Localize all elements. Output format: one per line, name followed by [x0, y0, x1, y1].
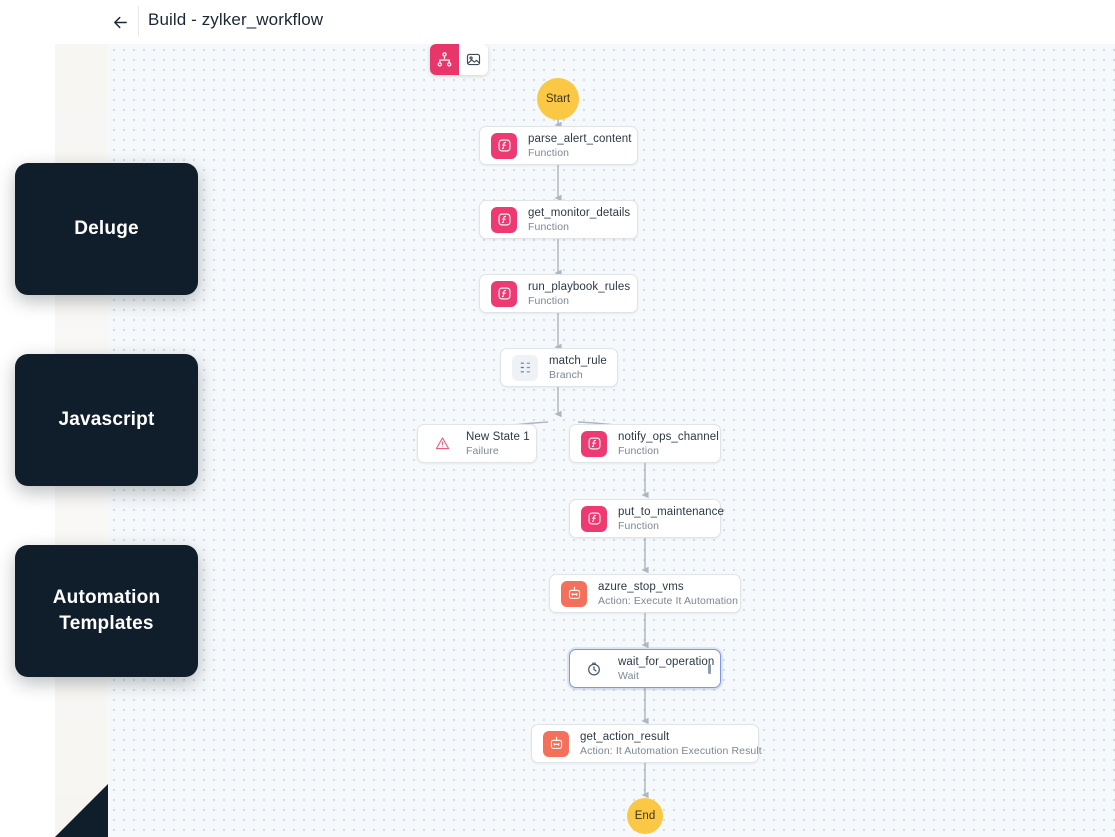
function-icon — [491, 132, 517, 159]
node-title: End — [634, 810, 656, 822]
node-title: parse_alert_content — [528, 132, 632, 145]
node-get-monitor-details[interactable]: get_monitor_details Function — [479, 200, 638, 239]
node-parse-alert-content[interactable]: parse_alert_content Function — [479, 126, 638, 165]
node-title: wait_for_operation — [618, 655, 715, 668]
image-icon-button[interactable] — [459, 44, 488, 75]
node-text: run_playbook_rules Function — [528, 280, 631, 308]
overlay-card-label: Javascript — [58, 409, 155, 430]
node-subtitle: Function — [618, 444, 660, 457]
function-icon — [581, 505, 607, 532]
hierarchy-icon — [437, 52, 452, 67]
header-divider — [138, 6, 139, 36]
overlay-card-automation-templates[interactable]: Automation Templates — [15, 545, 198, 677]
node-end[interactable]: End — [627, 798, 663, 834]
node-text: notify_ops_channel Function — [618, 430, 719, 458]
node-subtitle: Action: It Automation Execution Result — [580, 744, 762, 757]
back-button[interactable] — [108, 10, 132, 34]
node-text: wait_for_operation Wait — [618, 655, 715, 683]
node-title: run_playbook_rules — [528, 280, 631, 293]
canvas-toolbar[interactable] — [430, 44, 488, 75]
node-text: get_action_result Action: It Automation … — [580, 730, 762, 758]
node-text: parse_alert_content Function — [528, 132, 632, 160]
node-title: New State 1 — [466, 430, 530, 443]
node-subtitle: Function — [618, 519, 660, 532]
node-title: notify_ops_channel — [618, 430, 719, 443]
function-icon — [491, 280, 517, 307]
node-subtitle: Function — [528, 294, 570, 307]
function-icon — [581, 430, 607, 457]
corner-triangle-decoration — [55, 784, 108, 837]
node-title: put_to_maintenance — [618, 505, 725, 518]
node-notify-ops-channel[interactable]: notify_ops_channel Function — [569, 424, 721, 463]
branch-list-icon — [512, 354, 538, 381]
workflow-canvas[interactable]: Start parse_alert_content Function — [0, 33, 1115, 837]
robot-action-icon — [543, 730, 569, 757]
overlay-card-javascript[interactable]: Javascript — [15, 354, 198, 486]
node-start[interactable]: Start — [537, 78, 579, 120]
node-title: match_rule — [549, 354, 607, 367]
node-subtitle: Failure — [466, 444, 499, 457]
node-subtitle: Function — [528, 220, 570, 233]
overlay-card-deluge[interactable]: Deluge — [15, 163, 198, 295]
hierarchy-icon-button[interactable] — [430, 44, 459, 75]
more-options-icon[interactable] — [708, 663, 711, 674]
node-text: azure_stop_vms Action: Execute It Automa… — [598, 580, 739, 608]
node-title: get_monitor_details — [528, 206, 631, 219]
node-subtitle: Branch — [549, 368, 583, 381]
node-subtitle: Wait — [618, 669, 640, 682]
node-title: Start — [545, 93, 571, 105]
image-icon — [466, 53, 481, 66]
arrow-left-icon — [113, 16, 127, 28]
node-run-playbook-rules[interactable]: run_playbook_rules Function — [479, 274, 638, 313]
node-wait-for-operation[interactable]: wait_for_operation Wait — [569, 649, 721, 688]
node-text: put_to_maintenance Function — [618, 505, 725, 533]
overlay-card-label: Deluge — [74, 218, 139, 239]
node-subtitle: Function — [528, 146, 570, 159]
node-put-to-maintenance[interactable]: put_to_maintenance Function — [569, 499, 725, 538]
node-azure-stop-vms[interactable]: azure_stop_vms Action: Execute It Automa… — [549, 574, 741, 613]
node-title: azure_stop_vms — [598, 580, 684, 593]
node-subtitle: Action: Execute It Automation — [598, 594, 739, 607]
node-title: get_action_result — [580, 730, 670, 743]
node-new-state-1[interactable]: New State 1 Failure — [417, 424, 537, 463]
overlay-card-label: Automation Templates — [52, 587, 161, 634]
node-text: New State 1 Failure — [466, 430, 530, 458]
app-header: Build - zylker_workflow — [0, 0, 1115, 44]
robot-action-icon — [561, 580, 587, 607]
node-text: match_rule Branch — [549, 354, 607, 382]
clock-icon — [581, 655, 607, 682]
node-get-action-result[interactable]: get_action_result Action: It Automation … — [531, 724, 762, 763]
node-match-rule[interactable]: match_rule Branch — [500, 348, 618, 387]
node-text: get_monitor_details Function — [528, 206, 631, 234]
page-title: Build - zylker_workflow — [148, 10, 324, 29]
function-icon — [491, 206, 517, 233]
warning-triangle-icon — [429, 430, 455, 457]
